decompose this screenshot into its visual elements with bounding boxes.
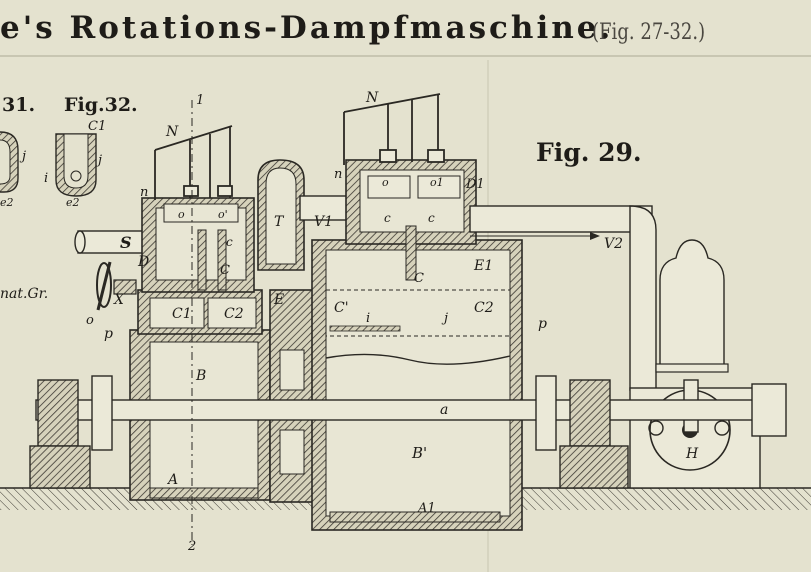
label-C-right: C (414, 271, 424, 286)
label-C2-left: C2 (224, 306, 244, 322)
left-valve-chest (141, 197, 255, 293)
middle-frame (269, 289, 315, 503)
label-H: H (685, 446, 699, 462)
scale-note: nat.Gr. (0, 286, 48, 302)
main-shaft (35, 399, 777, 421)
label-E1: E1 (473, 258, 493, 274)
label-N-right: N (365, 90, 379, 106)
label-j: j (441, 311, 448, 326)
label-D: D (137, 254, 149, 270)
label-C1-left: C1 (172, 306, 192, 322)
governor-bell (655, 239, 729, 373)
fig29-label: Fig. 29. (536, 138, 642, 167)
label-N-left: N (165, 124, 179, 140)
plate-subtitle: (Fig. 27-32.) (592, 20, 706, 45)
label-section-2: 2 (187, 539, 196, 554)
label-C-left: C (220, 263, 230, 278)
label-V1: V1 (314, 214, 333, 230)
label-T: T (274, 214, 285, 230)
exhaust-pipe (469, 205, 657, 391)
label-o-right1: o (382, 176, 389, 189)
label-section-1: 1 (196, 93, 204, 108)
right-cylinder-casing (311, 239, 523, 531)
label-i: i (366, 311, 370, 326)
label-o-small: o (86, 313, 94, 328)
part-labels: N N n n 1 2 S D X o p p o o' c C C1 C2 E… (0, 90, 699, 554)
label-B1: B' (411, 444, 427, 462)
label-o-left1: o (178, 208, 185, 221)
right-bearing (535, 375, 787, 489)
label-a: a (440, 402, 448, 418)
label-p-right: p (538, 316, 547, 332)
label-n-left: n (140, 185, 148, 200)
label-c-left: c (226, 235, 233, 249)
fig31-detail (0, 131, 19, 193)
label-A: A (166, 472, 178, 488)
right-valve-linkage (343, 93, 445, 165)
label-X: X (113, 292, 125, 308)
label-o-left2: o' (218, 208, 228, 221)
label-fig32-i: i (44, 171, 48, 186)
label-fig32-C1: C1 (88, 119, 106, 134)
label-S: S (120, 233, 132, 252)
label-o-right2: o1 (430, 176, 444, 189)
fig32-label: Fig.32. (64, 94, 138, 116)
left-bearing (29, 375, 113, 489)
label-C1-right: C' (334, 300, 349, 316)
label-fig31-e2: e2 (0, 196, 14, 209)
left-cylinder-casing (129, 289, 271, 501)
label-B: B (195, 368, 206, 384)
left-valve-linkage (154, 125, 233, 200)
label-A1: A1 (417, 501, 436, 516)
right-valve-chest (345, 159, 477, 281)
label-c-right1: c (384, 211, 391, 225)
fig31-label: 31. (2, 94, 36, 116)
label-fig32-e2: e2 (66, 196, 80, 209)
label-c-right2: c (428, 211, 435, 225)
label-fig32-j: j (95, 153, 102, 168)
label-E: E (273, 292, 284, 308)
label-p-left: p (104, 326, 113, 342)
handwheel (96, 261, 137, 311)
fig32-detail (55, 133, 97, 197)
label-n-right: n (334, 167, 342, 182)
label-C2-right: C2 (474, 300, 494, 316)
pulley-wheel (629, 379, 761, 489)
label-V2: V2 (604, 236, 623, 252)
label-D1: D1 (465, 177, 485, 192)
label-fig31-j: j (19, 149, 26, 164)
plate-title: e's Rotations-Dampfmaschine. (0, 10, 614, 46)
